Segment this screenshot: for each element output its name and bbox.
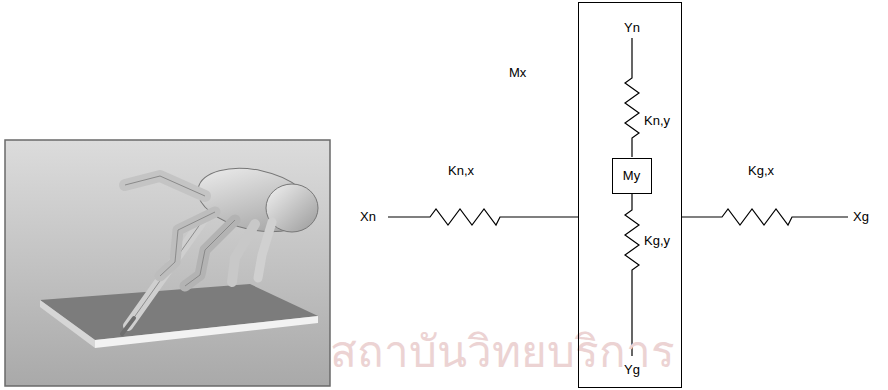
coordinate-label: Xn — [360, 209, 376, 225]
mass-box-y: My — [612, 158, 652, 194]
mass-label: My — [623, 168, 640, 184]
hand-pen-render — [5, 140, 330, 386]
mass-label: Mx — [509, 65, 526, 81]
coordinate-label: Xg — [853, 209, 869, 225]
mass-box-x: MxMy — [578, 2, 682, 388]
coordinate-label: Yg — [624, 362, 640, 378]
spring-label: Kg,y — [644, 233, 670, 249]
spring-symbols — [388, 38, 848, 356]
spring-label: Kg,x — [748, 163, 774, 179]
spring-label: Kn,x — [448, 163, 474, 179]
spring-label: Kn,y — [644, 113, 670, 129]
coordinate-label: Yn — [624, 20, 640, 36]
watermark: สถาบันวิทยบริการ — [330, 326, 675, 379]
